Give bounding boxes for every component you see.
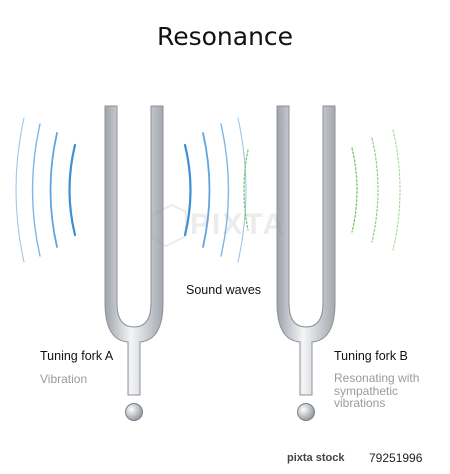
wave-a-left-2: [49, 132, 58, 248]
wave-a-left-3: [31, 123, 41, 257]
stock-logo: pixta stock: [287, 452, 345, 464]
wave-a-left-4: [15, 117, 25, 263]
stock-footer: [0, 449, 450, 469]
wave-b-right-1: [351, 147, 358, 233]
wave-a-right-3: [220, 123, 230, 257]
tuning-fork-a: [104, 105, 164, 421]
wave-b-right-3: [392, 129, 401, 251]
fork-b-knob: [297, 403, 315, 421]
fork-b-caption: Resonating with sympathetic vibrations: [334, 371, 420, 410]
watermark-text: PIXTA: [190, 208, 287, 241]
stock-id: 79251996: [369, 451, 423, 465]
wave-a-right-1: [183, 143, 192, 237]
fork-a-body: [104, 105, 164, 396]
waves-fork-b: [243, 129, 401, 251]
watermark-logo: [151, 203, 187, 248]
page-title: Resonance: [156, 22, 294, 51]
wave-a-right-4: [237, 117, 247, 263]
wave-b-left-1: [243, 149, 249, 231]
waves-fork-a: [15, 117, 247, 263]
fork-a-caption: Vibration: [40, 372, 88, 386]
tuning-fork-b: [276, 105, 336, 421]
wave-a-left-1: [68, 143, 77, 237]
fork-a-knob: [125, 403, 143, 421]
fork-a-label: Tuning fork A: [40, 349, 114, 363]
fork-b-body: [276, 105, 336, 396]
wave-a-right-2: [202, 132, 211, 248]
fork-b-label: Tuning fork B: [334, 349, 408, 363]
wave-b-right-2: [371, 137, 379, 243]
sound-waves-label: Sound waves: [186, 283, 262, 297]
